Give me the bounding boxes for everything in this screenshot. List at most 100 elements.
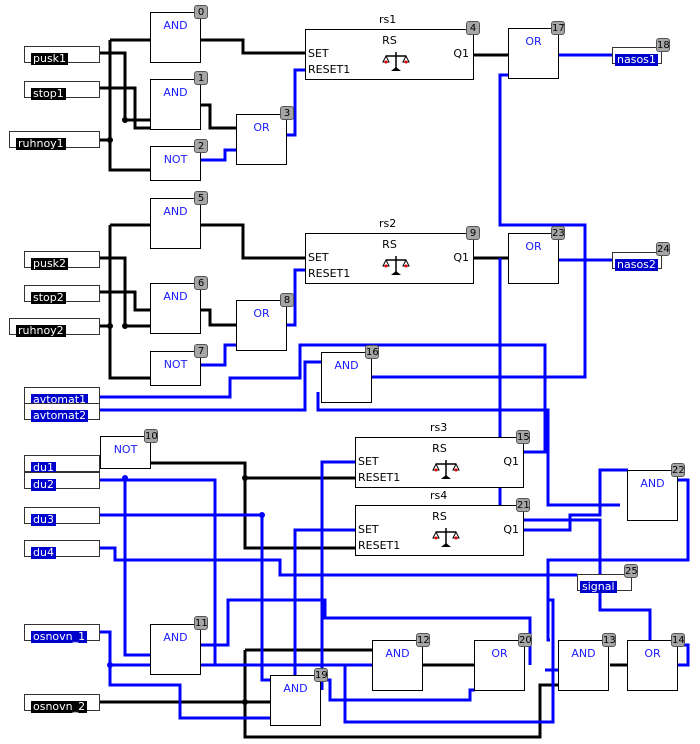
- input-du2[interactable]: du2: [24, 472, 100, 491]
- and-block-1[interactable]: AND: [150, 79, 201, 130]
- and-block-6[interactable]: AND: [150, 283, 201, 334]
- and-block-11[interactable]: AND: [150, 624, 201, 675]
- input-osnovn-2-label: osnovn_2: [31, 700, 88, 713]
- and-block-16[interactable]: AND: [321, 352, 372, 403]
- or-block-14[interactable]: OR: [627, 640, 678, 691]
- or-block-8[interactable]: OR: [236, 300, 287, 351]
- block-0-number: 0: [194, 5, 208, 19]
- block-20-number: 20: [518, 633, 532, 647]
- input-stop2[interactable]: stop2: [24, 285, 100, 304]
- rs2-type: RS: [382, 238, 397, 251]
- output-nasos1[interactable]: nasos1: [612, 47, 662, 66]
- block-3-type: OR: [253, 121, 270, 134]
- rs-trigger-rs1[interactable]: RS SET RESET1 Q1: [305, 29, 474, 80]
- block-22-number: 22: [671, 463, 685, 477]
- not-block-7[interactable]: NOT: [150, 351, 201, 386]
- rs1-number: 4: [466, 21, 480, 35]
- and-block-22[interactable]: AND: [627, 470, 678, 521]
- input-osnovn-1-label: osnovn_1: [31, 630, 88, 643]
- input-pusk2-label: pusk2: [31, 257, 69, 270]
- block-16-type: AND: [334, 359, 359, 372]
- input-osnovn-1[interactable]: osnovn_1: [24, 624, 100, 643]
- input-ruhnoy1[interactable]: ruhnoy1: [9, 131, 100, 150]
- rs3-reset-pin: RESET1: [358, 471, 401, 484]
- and-block-12[interactable]: AND: [372, 640, 423, 691]
- rs2-set-pin: SET: [308, 251, 329, 264]
- rs2-title: rs2: [379, 217, 397, 230]
- input-du2-label: du2: [31, 478, 56, 491]
- block-13-type: AND: [571, 647, 596, 660]
- output-signal[interactable]: signal: [577, 574, 632, 593]
- or-block-20[interactable]: OR: [474, 640, 525, 691]
- block-17-type: OR: [525, 35, 542, 48]
- balance-scale-icon: [431, 528, 460, 547]
- input-stop2-label: stop2: [31, 291, 66, 304]
- input-pusk1-label: pusk1: [31, 52, 69, 65]
- input-pusk2[interactable]: pusk2: [24, 251, 100, 270]
- output-nasos2[interactable]: nasos2: [612, 252, 662, 271]
- output-nasos2-label: nasos2: [615, 258, 658, 271]
- block-2-type: NOT: [163, 153, 188, 166]
- and-block-13[interactable]: AND: [558, 640, 609, 691]
- input-du1[interactable]: du1: [24, 455, 100, 474]
- block-16-number: 16: [365, 345, 379, 359]
- block-12-type: AND: [385, 647, 410, 660]
- rs2-number: 9: [466, 226, 480, 240]
- rs2-reset-pin: RESET1: [308, 267, 351, 280]
- rs2-q-pin: Q1: [453, 251, 469, 264]
- or-block-3[interactable]: OR: [236, 114, 287, 165]
- or-block-17[interactable]: OR: [508, 28, 559, 79]
- block-20-type: OR: [491, 647, 508, 660]
- output-nasos1-number: 18: [656, 38, 670, 52]
- or-block-23[interactable]: OR: [508, 233, 559, 284]
- rs1-set-pin: SET: [308, 47, 329, 60]
- active-wires: [100, 53, 690, 724]
- rs4-title: rs4: [430, 489, 448, 502]
- block-6-number: 6: [194, 276, 208, 290]
- block-17-number: 17: [551, 21, 565, 35]
- rs3-set-pin: SET: [358, 455, 379, 468]
- input-ruhnoy2-label: ruhnoy2: [16, 324, 66, 337]
- rs3-title: rs3: [430, 421, 448, 434]
- rs-trigger-rs2[interactable]: RS SET RESET1 Q1: [305, 233, 474, 284]
- block-19-number: 19: [314, 668, 328, 682]
- rs-trigger-rs4[interactable]: RS SET RESET1 Q1: [355, 505, 524, 556]
- input-du3[interactable]: du3: [24, 507, 100, 526]
- block-6-type: AND: [163, 290, 188, 303]
- rs4-q-pin: Q1: [503, 523, 519, 536]
- and-block-5[interactable]: AND: [150, 198, 201, 249]
- block-22-type: AND: [640, 477, 665, 490]
- rs4-number: 21: [516, 498, 530, 512]
- input-du4[interactable]: du4: [24, 540, 100, 559]
- and-block-0[interactable]: AND: [150, 12, 201, 63]
- input-du3-label: du3: [31, 513, 56, 526]
- block-19-type: AND: [283, 682, 308, 695]
- input-pusk1[interactable]: pusk1: [24, 46, 100, 65]
- input-stop1-label: stop1: [31, 87, 66, 100]
- not-block-10[interactable]: NOT: [100, 436, 151, 469]
- output-nasos2-number: 24: [656, 242, 670, 256]
- block-14-type: OR: [644, 647, 661, 660]
- block-23-number: 23: [551, 226, 565, 240]
- rs4-reset-pin: RESET1: [358, 539, 401, 552]
- input-avtomat2[interactable]: avtomat2: [24, 403, 100, 422]
- input-avtomat1[interactable]: avtomat1: [24, 387, 100, 406]
- block-12-number: 12: [416, 633, 430, 647]
- input-ruhnoy2[interactable]: ruhnoy2: [9, 318, 100, 337]
- block-2-number: 2: [194, 139, 208, 153]
- block-5-number: 5: [194, 191, 208, 205]
- rs4-set-pin: SET: [358, 523, 379, 536]
- block-1-number: 1: [194, 71, 208, 85]
- not-block-2[interactable]: NOT: [150, 146, 201, 181]
- block-10-type: NOT: [113, 443, 138, 456]
- balance-scale-icon: [381, 256, 410, 275]
- output-nasos1-label: nasos1: [615, 53, 658, 66]
- rs1-type: RS: [382, 34, 397, 47]
- rs4-type: RS: [432, 510, 447, 523]
- and-block-19[interactable]: AND: [270, 675, 321, 726]
- input-stop1[interactable]: stop1: [24, 81, 100, 100]
- block-7-number: 7: [194, 344, 208, 358]
- rs-trigger-rs3[interactable]: RS SET RESET1 Q1: [355, 437, 524, 488]
- input-osnovn-2[interactable]: osnovn_2: [24, 694, 100, 713]
